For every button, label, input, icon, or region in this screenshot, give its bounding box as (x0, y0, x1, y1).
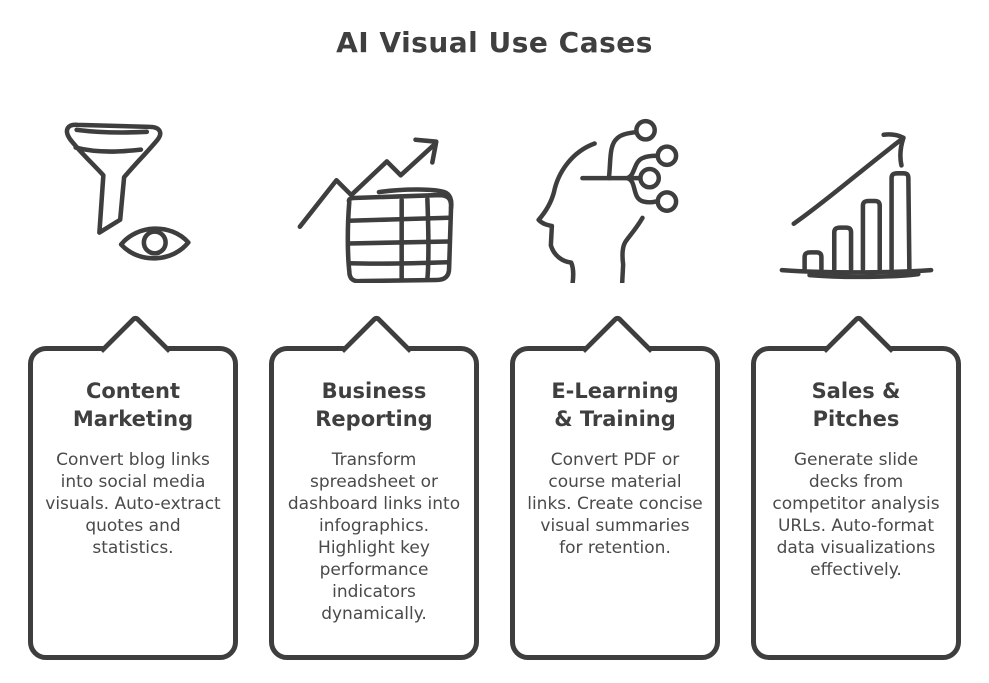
use-case-card: Sales & Pitches Generate slide decks fro… (751, 346, 961, 660)
chart-table-icon (297, 137, 454, 283)
card-title: Content Marketing (72, 379, 194, 431)
card-description: Convert blog links into social media vis… (45, 450, 221, 558)
icon-box (28, 66, 238, 310)
column-content-marketing: Content Marketing Convert blog links int… (28, 66, 238, 660)
card-description: Convert PDF or course material links. Cr… (527, 450, 703, 558)
card-description: Transform spreadsheet or dashboard links… (287, 450, 461, 624)
column-sales-pitches: Sales & Pitches Generate slide decks fro… (751, 66, 961, 660)
column-elearning-training: E-Learning & Training Convert PDF or cou… (510, 66, 720, 660)
card-title: Business Reporting (315, 379, 433, 431)
card-description: Generate slide decks from competitor ana… (772, 450, 940, 580)
icon-box (269, 66, 479, 310)
use-case-columns: Content Marketing Convert blog links int… (0, 66, 989, 683)
use-case-card: Business Reporting Transform spreadsheet… (269, 346, 479, 660)
icon-box (510, 66, 720, 310)
use-case-card: E-Learning & Training Convert PDF or cou… (510, 346, 720, 660)
use-case-card: Content Marketing Convert blog links int… (28, 346, 238, 660)
head-network-icon (536, 118, 679, 283)
funnel-eye-icon (64, 122, 191, 261)
bar-growth-icon (779, 132, 934, 280)
page-title: AI Visual Use Cases (336, 26, 653, 59)
icon-box (751, 66, 961, 310)
card-title: E-Learning & Training (551, 379, 679, 431)
column-business-reporting: Business Reporting Transform spreadsheet… (269, 66, 479, 660)
card-title: Sales & Pitches (811, 379, 901, 431)
